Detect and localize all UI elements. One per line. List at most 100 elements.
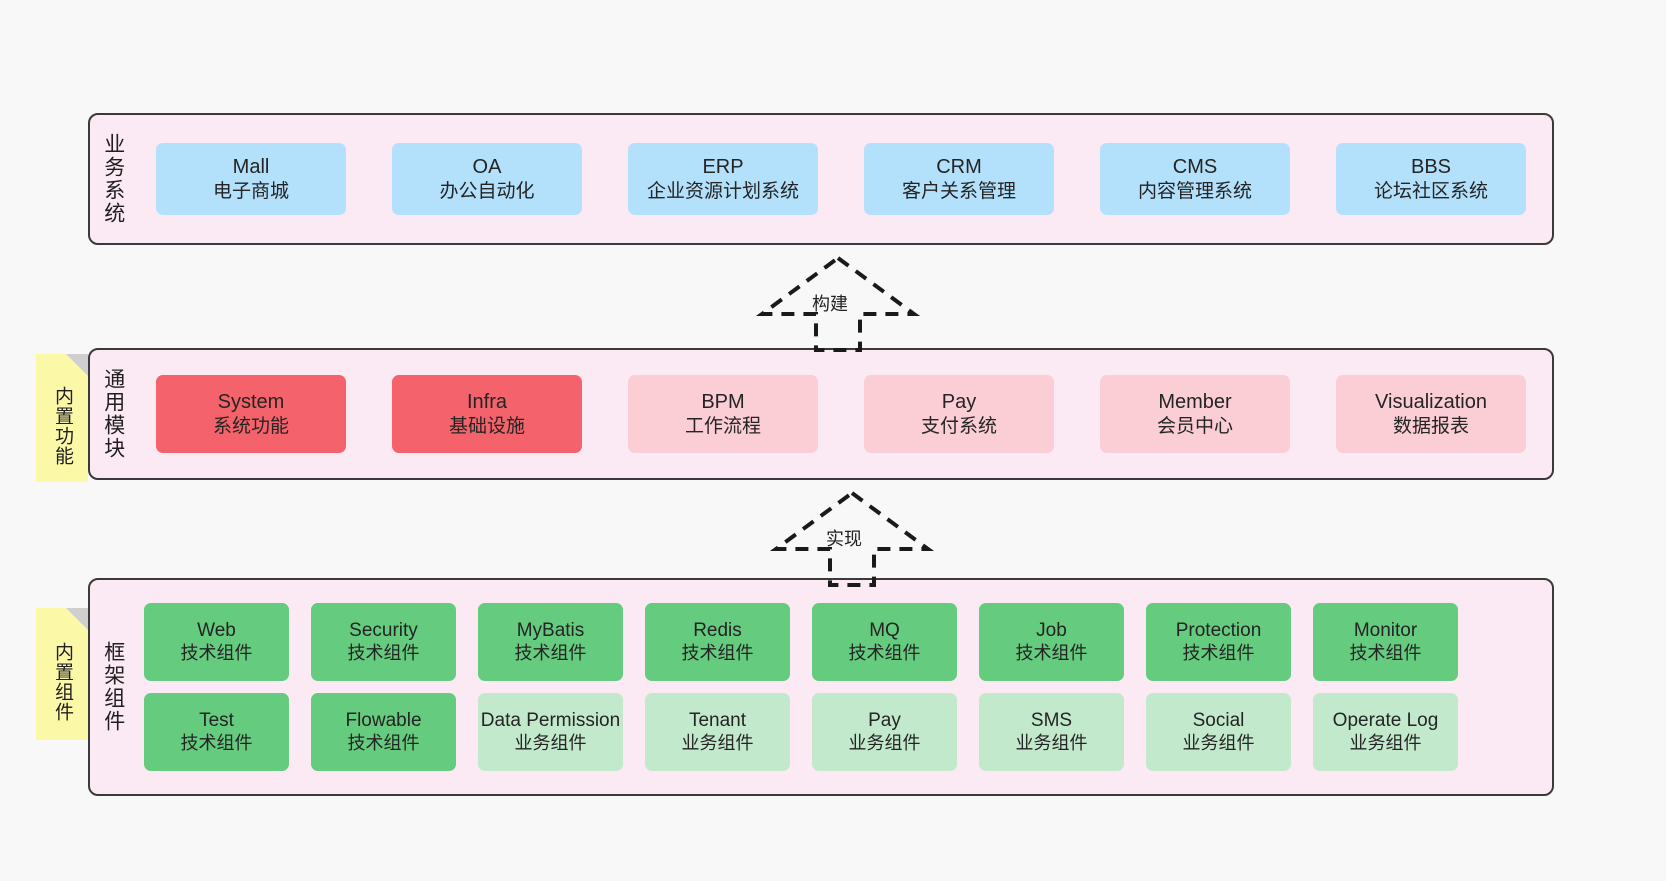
node-label-en: MyBatis <box>516 620 585 642</box>
node-label-cn: 技术组件 <box>180 642 253 663</box>
node-label-cn: 系统功能 <box>212 415 289 437</box>
node-label-cn: 办公自动化 <box>439 180 535 202</box>
node-label-cn: 工作流程 <box>684 415 761 437</box>
node-monitor[interactable]: Monitor 技术组件 <box>1313 603 1458 681</box>
node-security[interactable]: Security 技术组件 <box>311 603 456 681</box>
node-label-en: Test <box>199 710 234 732</box>
node-web[interactable]: Web 技术组件 <box>144 603 289 681</box>
node-pay-biz[interactable]: Pay 业务组件 <box>812 693 957 771</box>
node-label-en: Pay <box>941 391 977 414</box>
note-fold-corner-icon <box>66 608 88 630</box>
node-label-en: OA <box>472 156 502 179</box>
node-label-en: Member <box>1158 391 1232 414</box>
node-mq[interactable]: MQ 技术组件 <box>812 603 957 681</box>
node-operate-log[interactable]: Operate Log 业务组件 <box>1313 693 1458 771</box>
node-sms[interactable]: SMS 业务组件 <box>979 693 1124 771</box>
note-fold-corner-icon <box>66 354 88 376</box>
node-bbs[interactable]: BBS 论坛社区系统 <box>1336 143 1526 215</box>
node-oa[interactable]: OA 办公自动化 <box>392 143 582 215</box>
node-label-en: Tenant <box>688 710 747 732</box>
node-redis[interactable]: Redis 技术组件 <box>645 603 790 681</box>
note-label: 内置组件 <box>52 642 74 722</box>
note-builtin-component[interactable]: 内置组件 <box>36 608 88 740</box>
node-bpm[interactable]: BPM 工作流程 <box>628 375 818 453</box>
node-mybatis[interactable]: MyBatis 技术组件 <box>478 603 623 681</box>
node-label-en: Infra <box>466 391 508 414</box>
layer-common-modules[interactable]: 通用模块 System 系统功能 Infra 基础设施 BPM 工作流程 Pay… <box>88 348 1554 480</box>
node-label-en: Flowable <box>345 710 422 732</box>
node-job[interactable]: Job 技术组件 <box>979 603 1124 681</box>
node-visualization[interactable]: Visualization 数据报表 <box>1336 375 1526 453</box>
node-label-cn: 技术组件 <box>347 732 420 753</box>
connector-label-implement: 实现 <box>826 529 862 549</box>
node-erp[interactable]: ERP 企业资源计划系统 <box>628 143 818 215</box>
node-cms[interactable]: CMS 内容管理系统 <box>1100 143 1290 215</box>
layer-body-business-systems: Mall 电子商城 OA 办公自动化 ERP 企业资源计划系统 CRM 客户关系… <box>136 115 1552 243</box>
note-label: 内置功能 <box>52 386 74 466</box>
node-label-en: BBS <box>1410 156 1452 179</box>
node-pay[interactable]: Pay 支付系统 <box>864 375 1054 453</box>
connector-implement: 实现 <box>762 487 942 587</box>
layer-business-systems[interactable]: 业务系统 Mall 电子商城 OA 办公自动化 ERP 企业资源计划系统 CRM… <box>88 113 1554 245</box>
node-label-cn: 企业资源计划系统 <box>646 180 799 202</box>
node-mall[interactable]: Mall 电子商城 <box>156 143 346 215</box>
node-label-en: BPM <box>701 391 745 414</box>
node-flowable[interactable]: Flowable 技术组件 <box>311 693 456 771</box>
node-label-en: Job <box>1036 620 1067 642</box>
node-label-cn: 技术组件 <box>848 642 921 663</box>
node-label-cn: 技术组件 <box>514 642 587 663</box>
node-label-cn: 业务组件 <box>848 732 921 753</box>
node-label-cn: 客户关系管理 <box>901 180 1016 202</box>
node-protection[interactable]: Protection 技术组件 <box>1146 603 1291 681</box>
node-tenant[interactable]: Tenant 业务组件 <box>645 693 790 771</box>
node-label-cn: 业务组件 <box>1015 732 1088 753</box>
dashed-generalization-arrow-icon <box>769 490 935 587</box>
node-social[interactable]: Social 业务组件 <box>1146 693 1291 771</box>
node-label-cn: 业务组件 <box>1182 732 1255 753</box>
node-label-en: CRM <box>936 156 982 179</box>
node-label-cn: 技术组件 <box>180 732 253 753</box>
node-label-en: Security <box>349 620 418 642</box>
node-label-cn: 业务组件 <box>1349 732 1422 753</box>
node-data-permission[interactable]: Data Permission 业务组件 <box>478 693 623 771</box>
layer-title-common-modules: 通用模块 <box>101 368 125 460</box>
node-label-en: MQ <box>869 620 900 642</box>
node-label-en: System <box>217 391 285 414</box>
node-crm[interactable]: CRM 客户关系管理 <box>864 143 1054 215</box>
layer-body-framework-components: Web 技术组件 Security 技术组件 MyBatis 技术组件 Redi… <box>136 580 1552 794</box>
node-label-en: Pay <box>868 710 901 732</box>
layer-title-business-systems: 业务系统 <box>101 133 125 225</box>
node-label-en: CMS <box>1172 156 1218 179</box>
node-infra[interactable]: Infra 基础设施 <box>392 375 582 453</box>
layer-body-common-modules: System 系统功能 Infra 基础设施 BPM 工作流程 Pay 支付系统… <box>136 350 1552 478</box>
connector-label-build: 构建 <box>812 294 848 314</box>
node-label-cn: 基础设施 <box>448 415 525 437</box>
dashed-generalization-arrow-icon <box>755 255 921 352</box>
node-label-en: ERP <box>702 156 744 179</box>
node-label-cn: 支付系统 <box>920 415 997 437</box>
framework-row-business: Test 技术组件 Flowable 技术组件 Data Permission … <box>144 693 1538 771</box>
node-test[interactable]: Test 技术组件 <box>144 693 289 771</box>
node-label-en: Protection <box>1175 620 1262 642</box>
node-label-en: Operate Log <box>1332 710 1439 732</box>
node-label-cn: 论坛社区系统 <box>1373 180 1488 202</box>
connector-build: 构建 <box>748 252 928 352</box>
node-label-en: Data Permission <box>480 710 621 732</box>
node-member[interactable]: Member 会员中心 <box>1100 375 1290 453</box>
node-label-en: Visualization <box>1375 391 1487 414</box>
node-label-en: SMS <box>1030 710 1073 732</box>
node-label-cn: 技术组件 <box>681 642 754 663</box>
node-label-cn: 技术组件 <box>1182 642 1255 663</box>
node-label-cn: 会员中心 <box>1156 415 1233 437</box>
node-label-cn: 内容管理系统 <box>1137 180 1252 202</box>
node-system[interactable]: System 系统功能 <box>156 375 346 453</box>
node-label-cn: 业务组件 <box>514 732 587 753</box>
layer-framework-components[interactable]: 框架组件 Web 技术组件 Security 技术组件 MyBatis 技术组件… <box>88 578 1554 796</box>
node-label-en: Mall <box>232 156 270 179</box>
note-builtin-feature[interactable]: 内置功能 <box>36 354 88 482</box>
framework-row-technical: Web 技术组件 Security 技术组件 MyBatis 技术组件 Redi… <box>144 603 1538 681</box>
node-label-cn: 数据报表 <box>1392 415 1469 437</box>
node-label-cn: 技术组件 <box>1015 642 1088 663</box>
node-label-en: Web <box>197 620 236 642</box>
